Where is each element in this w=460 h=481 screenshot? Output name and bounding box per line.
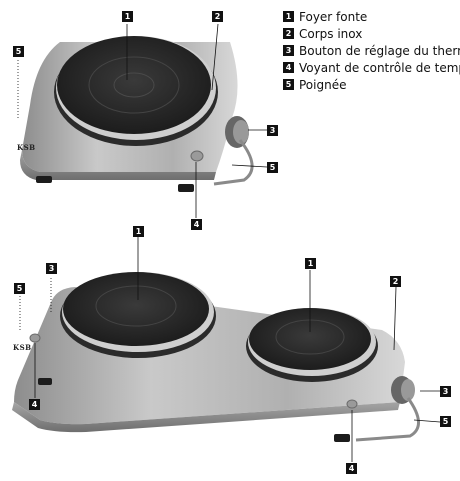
parts-legend: 1 Foyer fonte 2 Corps inox 3 Bouton de r… xyxy=(283,8,460,93)
callout-1: 1 xyxy=(133,226,144,237)
callout-3: 3 xyxy=(46,263,57,274)
callout-5: 5 xyxy=(13,46,24,57)
brand-logo-double: KSB xyxy=(13,343,32,352)
double-hotplate xyxy=(12,237,441,462)
callout-1: 1 xyxy=(122,11,133,22)
callout-5: 5 xyxy=(14,283,25,294)
legend-item: 2 Corps inox xyxy=(283,25,460,42)
callout-3: 3 xyxy=(440,386,451,397)
legend-label: Poignée xyxy=(299,77,347,92)
callout-4: 4 xyxy=(191,219,202,230)
callout-2: 2 xyxy=(212,11,223,22)
brand-logo-single: KSB xyxy=(17,143,36,152)
legend-label: Corps inox xyxy=(299,26,363,41)
legend-item: 5 Poignée xyxy=(283,76,460,93)
single-hotplate xyxy=(17,23,268,218)
legend-item: 3 Bouton de réglage du thermo xyxy=(283,42,460,59)
legend-number-badge: 1 xyxy=(283,11,294,22)
legend-label: Bouton de réglage du thermo xyxy=(299,43,460,58)
legend-number-badge: 4 xyxy=(283,62,294,73)
callout-2: 2 xyxy=(390,276,401,287)
legend-number-badge: 5 xyxy=(283,79,294,90)
callout-5: 5 xyxy=(267,162,278,173)
callout-3: 3 xyxy=(267,125,278,136)
legend-label: Foyer fonte xyxy=(299,9,368,24)
callout-4: 4 xyxy=(346,463,357,474)
legend-item: 4 Voyant de contrôle de tempér xyxy=(283,59,460,76)
legend-number-badge: 3 xyxy=(283,45,294,56)
callout-5: 5 xyxy=(440,416,451,427)
callout-4: 4 xyxy=(29,399,40,410)
legend-label: Voyant de contrôle de tempér xyxy=(299,60,460,75)
callout-1: 1 xyxy=(305,258,316,269)
legend-item: 1 Foyer fonte xyxy=(283,8,460,25)
legend-number-badge: 2 xyxy=(283,28,294,39)
